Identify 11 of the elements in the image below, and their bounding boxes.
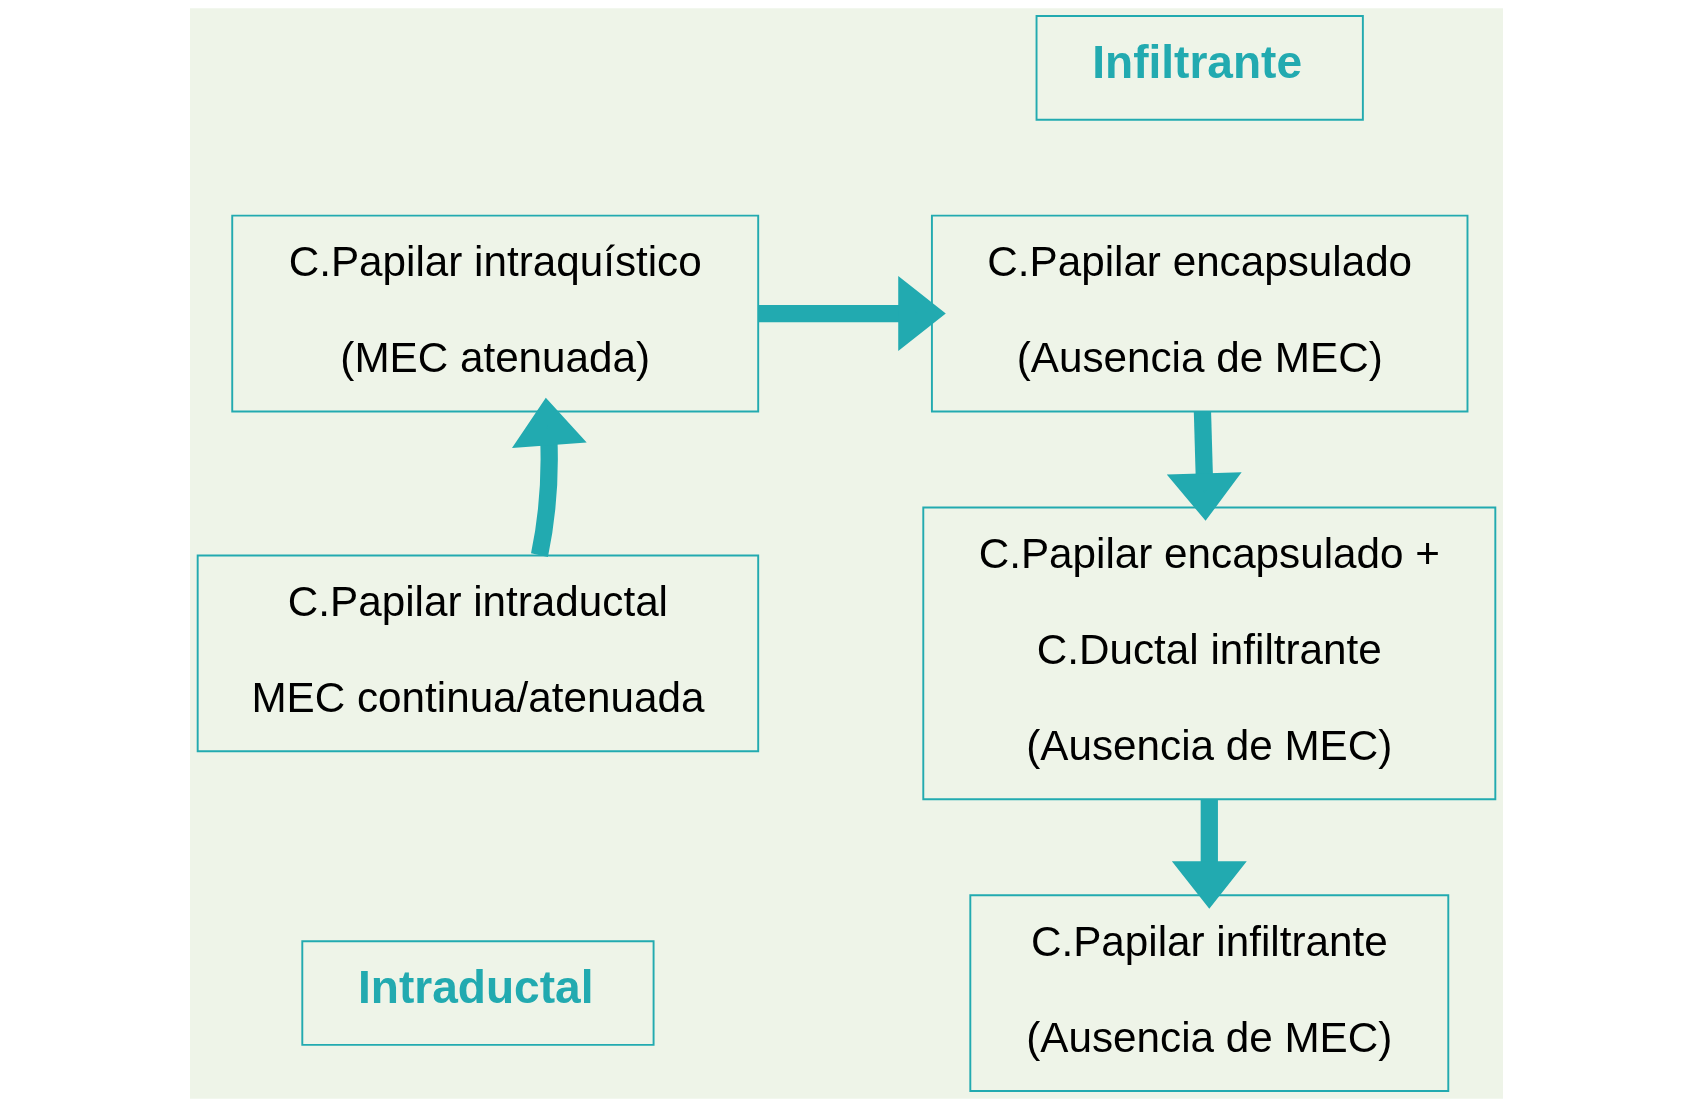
node-box: Infiltrante — [1035, 15, 1364, 121]
node-box: C.Papilar encapsulado + C.Ductal infiltrante (Ausencia de MEC) — [921, 506, 1496, 801]
node-box: C.Papilar intraductal MEC continua/atenuada — [196, 554, 759, 753]
node-box: C.Papilar encapsulado (Ausencia de MEC) — [930, 214, 1468, 413]
node-box: C.Papilar infiltrante (Ausencia de MEC) — [968, 894, 1449, 1092]
node-box: Intraductal — [300, 940, 655, 1046]
arrow — [1171, 799, 1247, 909]
arrow — [758, 276, 946, 351]
arrow — [511, 397, 587, 557]
arrow — [1166, 411, 1242, 521]
node-box: C.Papilar intraquístico (MEC atenuada) — [230, 214, 759, 413]
